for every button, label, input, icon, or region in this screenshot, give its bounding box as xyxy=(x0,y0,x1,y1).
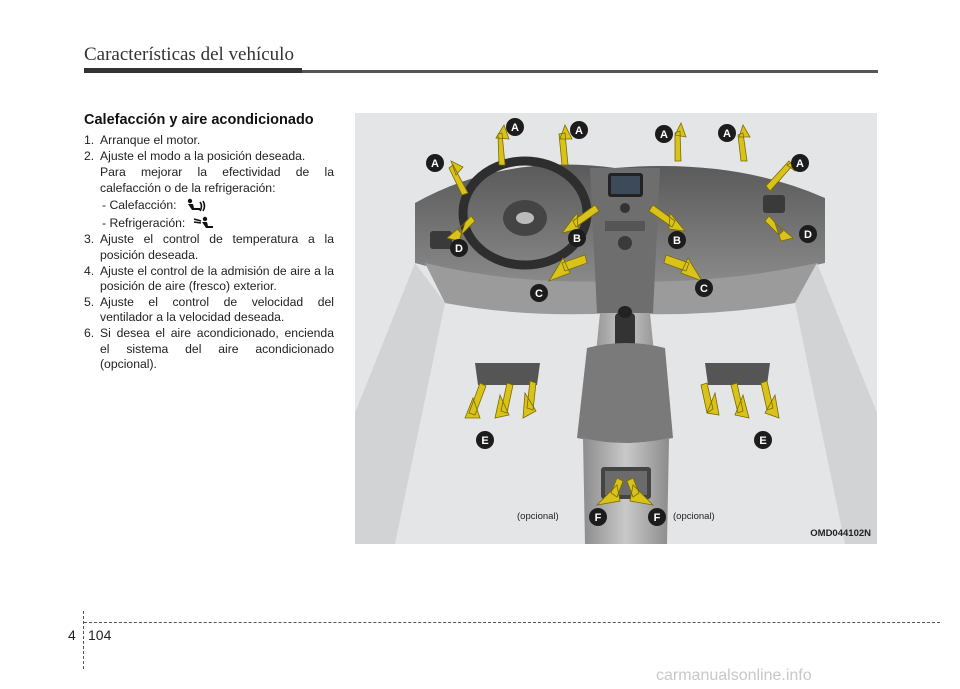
step-item: 5. Ajuste el control de velocidad del ve… xyxy=(84,295,334,326)
step-item: 1. Arranque el motor. xyxy=(84,133,334,149)
airflow-diagram: A A A A A A B B C C D D E E F F (opciona… xyxy=(355,113,877,544)
label-a: A xyxy=(511,122,519,134)
watermark: carmanualsonline.info xyxy=(656,667,812,684)
optional-label-left: (opcional) xyxy=(517,511,559,522)
label-d: D xyxy=(455,243,463,255)
step-text: Si desea el aire acondicionado, encienda… xyxy=(100,325,334,372)
step-number: 6. xyxy=(84,325,95,340)
footer-divider xyxy=(83,611,84,669)
step-item: 6. Si desea el aire acondicionado, encie… xyxy=(84,326,334,373)
label-a: A xyxy=(796,158,804,170)
step-text: Ajuste el control de temperatura a la po… xyxy=(100,232,334,262)
step-number: 1. xyxy=(84,133,95,147)
floor-mode-icon xyxy=(187,199,206,212)
step-text: Ajuste el modo a la posición deseada. xyxy=(100,148,306,163)
label-a: A xyxy=(660,129,668,141)
step-number: 5. xyxy=(84,294,95,309)
label-f: F xyxy=(654,512,661,524)
label-c: C xyxy=(700,283,708,295)
label-a: A xyxy=(575,125,583,137)
page-header-title: Características del vehículo xyxy=(84,44,294,65)
label-a: A xyxy=(723,128,731,140)
step-item: 3. Ajuste el control de temperatura a la… xyxy=(84,232,334,263)
diagram-labels: A A A A A A B B C C D D E E F F xyxy=(426,118,817,526)
cooling-line: - Refrigeración: xyxy=(100,216,334,232)
label-e: E xyxy=(759,435,766,447)
step-number: 3. xyxy=(84,232,95,247)
step-text: Ajuste el control de la admisión de aire… xyxy=(100,263,334,294)
step-item: 2. Ajuste el modo a la posición deseada.… xyxy=(84,149,334,233)
cooling-label: - Refrigeración: xyxy=(102,216,186,231)
section-title: Calefacción y aire acondicionado xyxy=(84,112,314,128)
face-mode-icon xyxy=(193,217,213,229)
header-rule xyxy=(84,70,878,73)
step-text: Arranque el motor. xyxy=(100,133,201,147)
heating-label: - Calefacción: xyxy=(102,198,177,213)
footer-rule xyxy=(84,622,940,623)
label-b: B xyxy=(673,235,681,247)
label-e: E xyxy=(481,435,488,447)
heating-line: - Calefacción: xyxy=(100,198,334,214)
label-c: C xyxy=(535,288,543,300)
car-interior-illustration: A A A A A A B B C C D D E E F F xyxy=(355,118,877,544)
figure-code: OMD044102N xyxy=(810,528,871,539)
optional-label-right: (opcional) xyxy=(673,511,715,522)
label-b: B xyxy=(573,233,581,245)
step-number: 4. xyxy=(84,263,95,278)
step-number: 2. xyxy=(84,148,95,163)
instruction-list: 1. Arranque el motor. 2. Ajuste el modo … xyxy=(84,133,334,373)
header-rule-accent xyxy=(84,68,302,73)
step-note: Para mejorar la efectividad de la calefa… xyxy=(100,165,334,195)
label-a: A xyxy=(431,158,439,170)
page-number: 104 xyxy=(88,627,112,643)
label-f: F xyxy=(595,512,602,524)
label-d: D xyxy=(804,229,812,241)
chapter-number: 4 xyxy=(68,627,76,643)
step-item: 4. Ajuste el control de la admisión de a… xyxy=(84,264,334,295)
step-text: Ajuste el control de velocidad del venti… xyxy=(100,294,334,325)
